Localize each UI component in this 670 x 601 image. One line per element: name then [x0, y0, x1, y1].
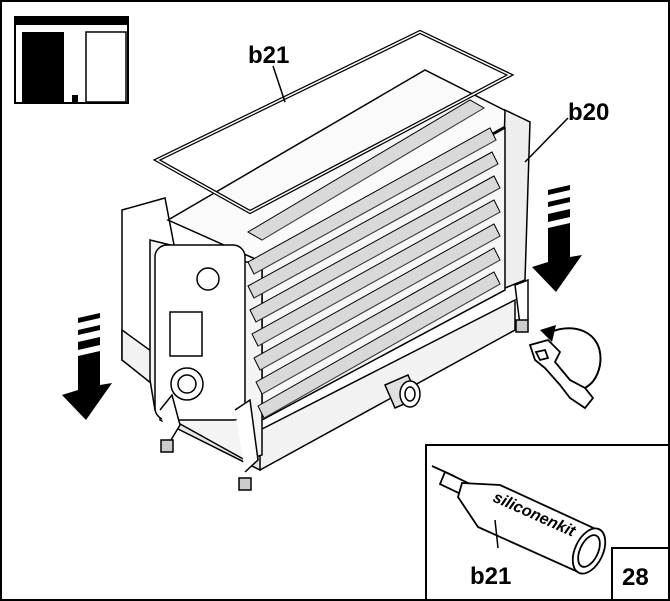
sealant-tube — [431, 465, 607, 575]
down-arrow-right — [532, 185, 582, 292]
figure-number-box: 28 — [611, 547, 670, 601]
wrench-icon — [528, 338, 595, 410]
label-sealant: b21 — [470, 563, 511, 590]
fin-bundle — [247, 99, 501, 419]
leader-tube — [494, 519, 499, 549]
figure-number: 28 — [622, 564, 649, 591]
heat-exchanger — [121, 69, 531, 491]
down-arrow-left — [62, 313, 112, 420]
outlet-fitting — [384, 374, 421, 409]
rotation-arrow-icon — [544, 327, 602, 389]
locator-thumbnail — [14, 16, 129, 104]
label-gasket: b21 — [248, 42, 289, 69]
leader-gasket — [272, 65, 286, 103]
leader-panel — [524, 117, 569, 163]
label-side-panel: b20 — [568, 99, 609, 126]
